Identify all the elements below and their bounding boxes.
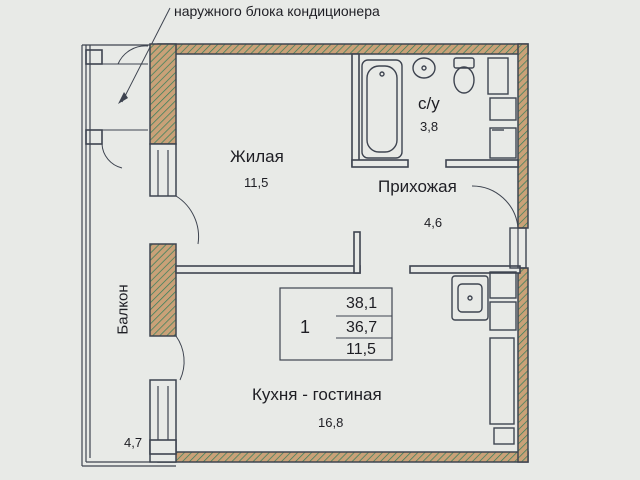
living-door-swing (175, 195, 200, 245)
summary-living-room-area: 11,5 (346, 341, 376, 358)
hallway-name: Прихожая (378, 177, 457, 196)
annotation-text: наружного блока кондиционера (174, 3, 380, 19)
bathroom-name: с/у (418, 94, 440, 113)
annotation-leader (121, 7, 171, 103)
entrance-frame (509, 227, 527, 269)
bathroom-area: 3,8 (420, 119, 439, 134)
kitchen-cabinets (489, 271, 517, 445)
summary-living-area-total: 36,7 (346, 319, 378, 336)
ac-unit-box-bottom (85, 129, 103, 145)
bathtub-icon (361, 59, 403, 159)
living-room-name: Жилая (230, 147, 284, 166)
living-room-area: 11,5 (244, 175, 269, 190)
interior-walls (175, 53, 521, 274)
balcony-door-swing-bottom (101, 143, 123, 169)
kitchen-area: 16,8 (318, 415, 344, 430)
window-openings (149, 150, 177, 455)
hallway-area: 4,6 (424, 215, 443, 230)
balcony-outline (81, 44, 176, 467)
bathroom-shafts (487, 57, 517, 159)
annotation-arrowhead (118, 92, 128, 104)
entrance-door-swing (471, 185, 519, 229)
kitchen-name: Кухня - гостиная (252, 385, 382, 404)
washbasin-icon (412, 57, 436, 79)
exterior-walls (149, 43, 529, 463)
summary-room-count: 1 (300, 317, 311, 337)
kitchen-balcony-door-swing (175, 335, 185, 381)
ac-unit-box-top (85, 49, 103, 65)
summary-box (279, 287, 393, 361)
summary-total-area: 38,1 (346, 295, 378, 312)
balcony-name: Балкон (114, 284, 132, 335)
balcony-door-swing-top (117, 45, 149, 65)
balcony-area: 4,7 (124, 435, 143, 450)
toilet-icon (453, 57, 475, 94)
kitchen-sink-icon (451, 275, 489, 321)
